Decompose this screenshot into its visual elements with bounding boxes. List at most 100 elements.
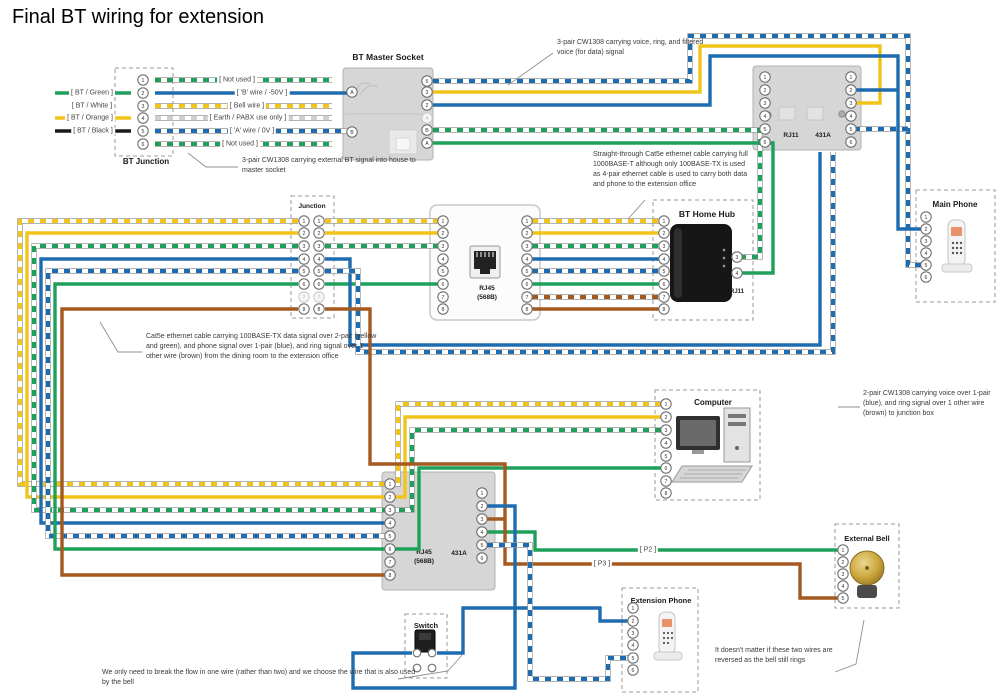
terminal-label: 4	[764, 114, 767, 120]
terminal-label: 6	[663, 282, 666, 288]
terminal-label: 1	[389, 482, 392, 488]
wire-b	[351, 504, 517, 690]
terminal	[660, 424, 672, 436]
terminal-label: 7	[303, 295, 306, 301]
terminal-label: 3	[663, 244, 666, 250]
terminal	[627, 664, 639, 676]
terminal-label: 2	[303, 231, 306, 237]
terminal	[437, 227, 449, 239]
wire-br	[60, 307, 385, 577]
terminal	[660, 450, 672, 462]
phone-icon-extension	[653, 611, 683, 661]
wire-g	[487, 530, 838, 552]
terminal	[476, 539, 488, 551]
terminal	[298, 278, 310, 290]
terminal	[437, 253, 449, 265]
terminal-label: 4	[426, 116, 429, 122]
terminal	[837, 580, 849, 592]
terminal	[427, 648, 437, 658]
terminal-label: 8	[389, 573, 392, 579]
terminal-label: 6	[303, 282, 306, 288]
terminal	[660, 398, 672, 410]
terminal	[627, 615, 639, 627]
label-extension-socket: (568B)	[414, 558, 434, 565]
terminal-label: 5	[142, 129, 145, 135]
terminal	[759, 136, 771, 148]
terminal-label: 3	[665, 428, 668, 434]
terminal	[759, 123, 771, 135]
terminal	[476, 552, 488, 564]
terminal-label: 5	[426, 79, 429, 85]
terminal-label: 4	[142, 116, 145, 122]
wire-wb	[433, 34, 921, 267]
wire-wg	[32, 244, 385, 512]
terminal	[658, 291, 670, 303]
bt-master-socket-graphic	[345, 82, 431, 155]
terminal	[521, 303, 533, 315]
terminal	[837, 592, 849, 604]
label-junction-box: Junction	[298, 203, 325, 210]
terminal-label: 2	[389, 495, 392, 501]
terminal-label: 4	[526, 257, 529, 263]
component-junction-box	[290, 195, 335, 319]
terminal	[845, 71, 857, 83]
terminal	[658, 240, 670, 252]
terminal-label: 2	[442, 231, 445, 237]
terminal-label: 3	[736, 255, 739, 261]
terminal-label: 6	[764, 140, 767, 146]
label-bt-junction: BT Junction	[123, 157, 169, 166]
terminal-label: 4	[389, 521, 392, 527]
terminal-label: 2	[318, 231, 321, 237]
terminal-label: 4	[850, 114, 853, 120]
label-rj45-568b-panel: (568B)	[477, 294, 497, 301]
terminal-label: 1	[526, 219, 529, 225]
terminal-label: 2	[850, 88, 853, 94]
terminal	[660, 462, 672, 474]
terminal	[384, 556, 396, 568]
terminal	[627, 652, 639, 664]
terminal	[731, 267, 743, 279]
terminal	[298, 240, 310, 252]
terminal	[137, 100, 149, 112]
terminal	[384, 491, 396, 503]
terminal	[627, 602, 639, 614]
terminal-label: 1	[663, 219, 666, 225]
wire-y	[25, 231, 385, 499]
bell-icon	[849, 550, 885, 598]
terminal-label: B	[425, 128, 429, 134]
terminal-label: 5	[632, 656, 635, 662]
terminal	[759, 110, 771, 122]
annotation-cat5e-dining: Cat5e ethernet cable carrying 100BASE-TX…	[146, 333, 377, 361]
terminal	[660, 411, 672, 423]
terminal-label: 1	[925, 215, 928, 221]
terminal	[627, 627, 639, 639]
wire-wb	[46, 269, 385, 538]
terminal-label: 5	[303, 269, 306, 275]
screw-icon	[838, 110, 846, 118]
label-rj45-568b-panel: RJ45	[479, 285, 495, 292]
terminal	[437, 303, 449, 315]
terminal-label: 7	[442, 295, 445, 301]
terminal	[521, 227, 533, 239]
terminal	[920, 271, 932, 283]
terminal	[845, 84, 857, 96]
label-external-bell: External Bell	[844, 534, 889, 543]
wire-y	[433, 44, 882, 105]
terminal	[412, 663, 422, 673]
terminal-label: 1	[842, 548, 845, 554]
terminal	[346, 126, 358, 138]
terminal	[421, 124, 433, 136]
terminal	[437, 240, 449, 252]
terminal	[759, 97, 771, 109]
terminal-label: 8	[442, 307, 445, 313]
terminal-label: 6	[632, 668, 635, 674]
terminal-label: 5	[442, 269, 445, 275]
wire-wy	[18, 219, 385, 486]
terminal	[313, 291, 325, 303]
terminal	[384, 569, 396, 581]
terminal	[845, 123, 857, 135]
wire-wg	[433, 128, 762, 259]
terminal-label: 2	[663, 231, 666, 237]
leader-line	[187, 152, 238, 168]
terminal	[437, 278, 449, 290]
